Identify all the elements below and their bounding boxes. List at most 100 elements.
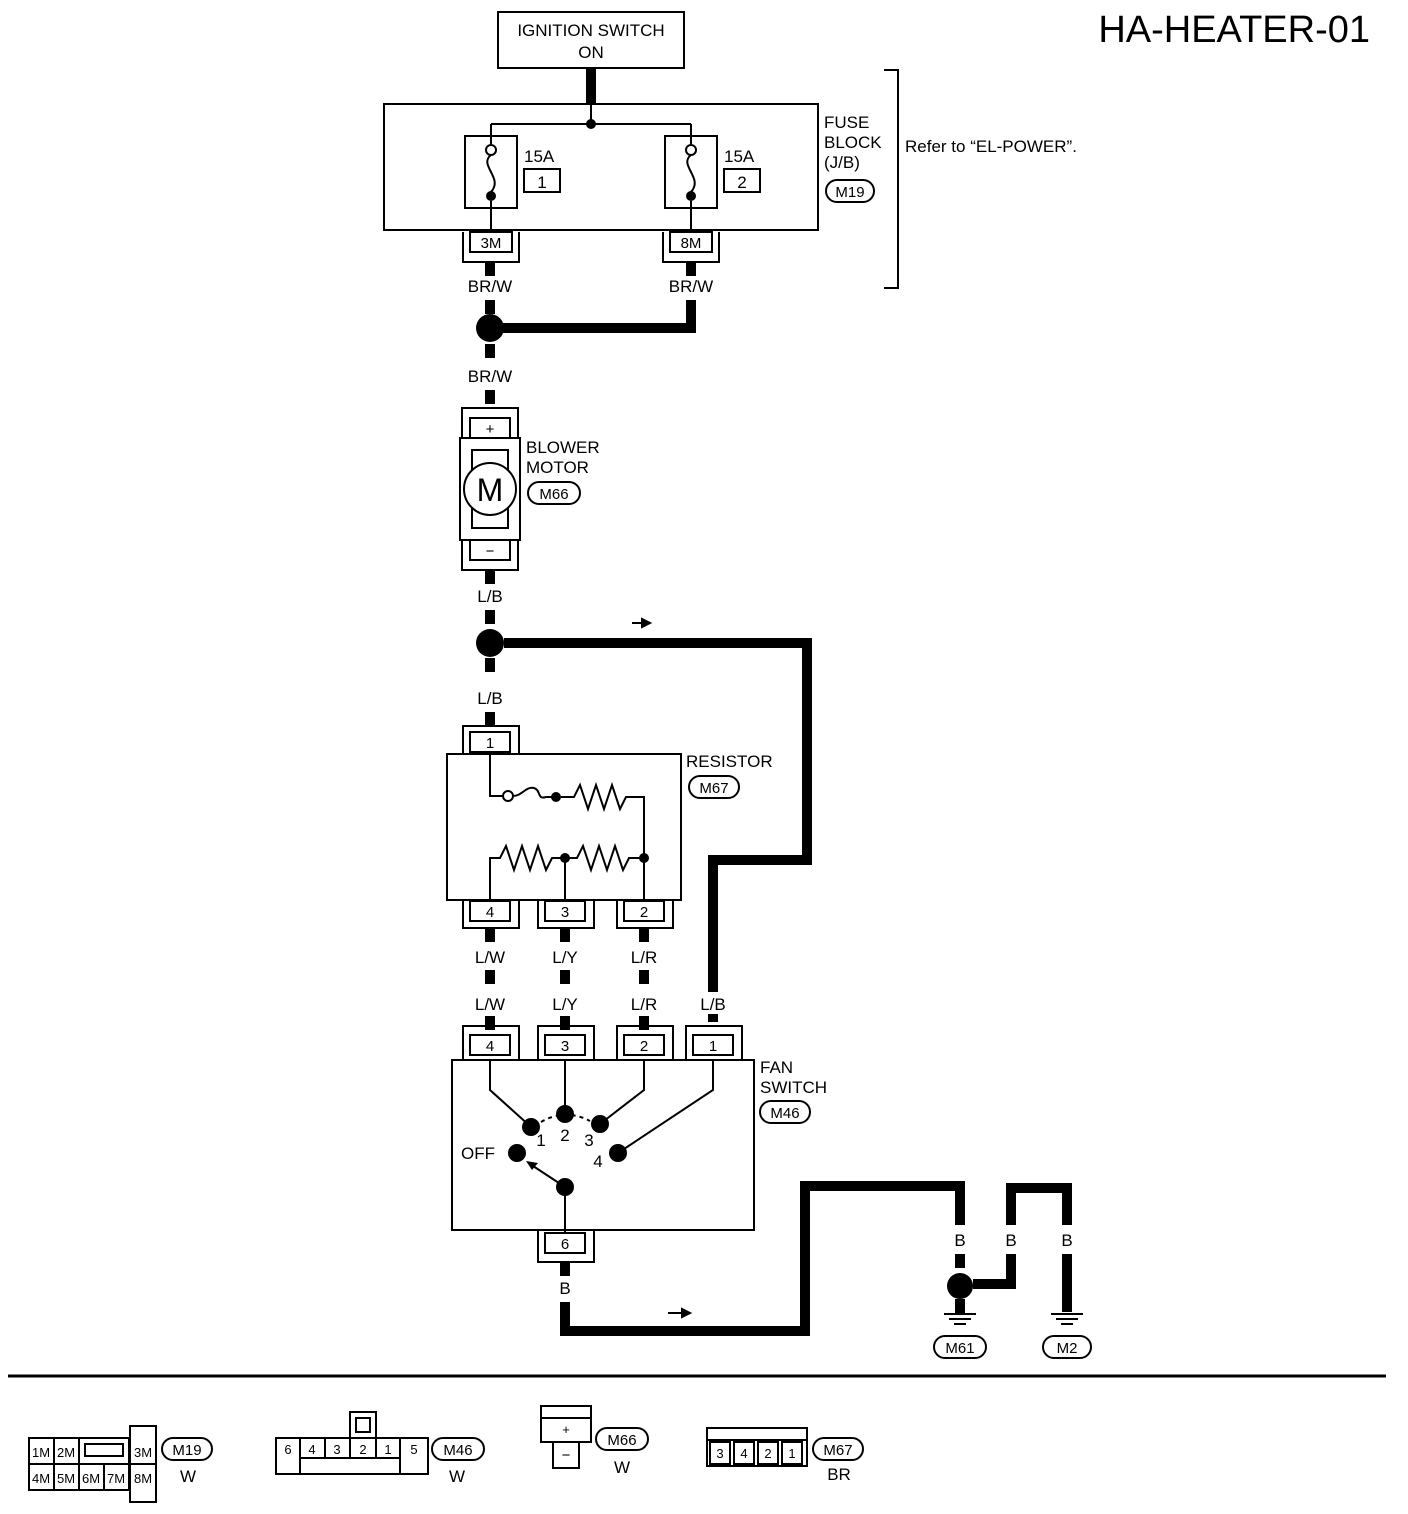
fan-switch-connector-id: M46 [770,1105,799,1122]
ignition-label-line1: IGNITION SWITCH [517,21,664,40]
wire-label-sw-3: L/Y [552,995,578,1014]
svg-text:1M: 1M [32,1445,50,1460]
blower-motor-label-line2: MOTOR [526,458,589,477]
resistor-label: RESISTOR [686,752,773,771]
ground-m61: M61 [945,1340,974,1357]
terminal-3m: 3M [462,231,520,263]
svg-text:2M: 2M [57,1445,75,1460]
el-power-reference: Refer to “EL-POWER”. [905,137,1077,156]
fuse-block-label-line1: FUSE [824,113,869,132]
svg-text:4: 4 [740,1446,747,1461]
svg-text:3: 3 [333,1442,340,1457]
svg-text:+: + [562,1422,570,1437]
diagram-title: HA-HEATER-01 [1098,9,1370,51]
motor-plus-pin: + [486,421,495,438]
fan-position-3: 3 [584,1131,593,1150]
svg-text:1: 1 [788,1446,795,1461]
wires-resistor-to-switch: L/W L/W L/Y L/Y L/R L/R L/B [475,928,729,1030]
wire-label-res-3: L/Y [552,948,578,967]
blower-motor: + M − BLOWER MOTOR M66 [459,407,600,571]
wire-label-sw-2: L/R [631,995,657,1014]
wire-label-gnd-b: B [1005,1231,1016,1250]
fan-switch-label-line2: SWITCH [760,1078,827,1097]
fan-switch-pin-1: 1 [709,1038,717,1055]
ground-m2: M2 [1057,1340,1078,1357]
connector-m46-id: M46 [443,1442,472,1459]
wire-label-motor-in: BR/W [468,367,512,386]
connector-m66-id: M66 [607,1432,636,1449]
fuse-2: 15A 2 [664,135,761,232]
connector-m67-color: BR [827,1465,851,1484]
wire-label-motor-out: L/B [477,587,503,606]
blower-motor-connector-id: M66 [539,486,568,503]
svg-text:3M: 3M [481,235,502,252]
fan-switch-pin-6: 6 [561,1236,569,1253]
connector-m19-color: W [180,1467,196,1486]
motor-symbol: M [477,472,504,508]
fuse-1-rating: 15A [524,147,555,166]
fan-position-1: 1 [536,1131,545,1150]
junction-dot-lb [476,629,504,657]
svg-text:4M: 4M [32,1471,50,1486]
svg-text:7M: 7M [107,1471,125,1486]
wire-lb-to-switch [504,638,812,1022]
connector-view-m67: 3 4 2 1 M67 BR [706,1427,864,1484]
connector-m19-id: M19 [172,1442,201,1459]
wire-fuse2-junction [490,300,696,333]
fan-switch-label-line1: FAN [760,1058,793,1077]
wire-label-gnd-c: B [1061,1231,1072,1250]
ignition-label-line2: ON [578,43,604,62]
fuse-1-number: 1 [537,173,546,192]
wire-label-res-4: L/W [475,948,505,967]
resistor-connector-id: M67 [699,780,728,797]
blower-resistor: 1 4 3 2 RESISTOR M67 [446,725,773,929]
fuse-2-number: 2 [737,173,746,192]
wire-label-sw-6: B [559,1279,570,1298]
wire-label-sw-1: L/B [700,995,726,1014]
wire-label-res-2: L/R [631,948,657,967]
fan-position-4: 4 [593,1152,602,1171]
resistor-pin-2: 2 [640,904,648,921]
splice-dot [586,119,596,129]
terminal-8m: 8M [662,231,720,263]
svg-text:4: 4 [308,1442,315,1457]
svg-text:3: 3 [716,1446,723,1461]
fuse-block: 15A 1 15A 2 FUSE BLOCK (J/B) M19 [383,103,882,232]
wire-label-sw-4: L/W [475,995,505,1014]
fan-switch-pin-4: 4 [486,1038,494,1055]
svg-text:6M: 6M [82,1471,100,1486]
svg-text:2: 2 [359,1442,366,1457]
fan-position-2: 2 [560,1126,569,1145]
fan-switch-pin-2: 2 [640,1038,648,1055]
fuse-2-rating: 15A [724,147,755,166]
fuse-block-label-line3: (J/B) [824,153,860,172]
svg-text:5M: 5M [57,1471,75,1486]
fuse-1: 15A 1 [464,135,561,232]
motor-minus-pin: − [486,543,495,560]
svg-text:8M: 8M [134,1471,152,1486]
ground-circuit: B B B B M61 M2 [559,1181,1092,1359]
fan-switch: 4 3 2 1 1 2 3 4 OFF FAN SWITCH [451,1025,827,1263]
el-power-bracket [884,69,899,289]
connector-view-m66: + − M66 W [540,1405,649,1477]
connector-m46-color: W [449,1467,465,1486]
fuse-block-label-line2: BLOCK [824,133,882,152]
resistor-pin-4: 4 [486,904,494,921]
connector-m66-color: W [614,1458,630,1477]
resistor-pin-1: 1 [486,735,494,752]
flow-arrow-ground [668,1307,693,1319]
svg-text:5: 5 [410,1442,417,1457]
svg-text:8M: 8M [681,235,702,252]
junction-dot-brw [476,314,504,342]
svg-text:1: 1 [384,1442,391,1457]
connector-view-m19: 1M 2M 3M 4M 5M 6M 7M 8M M19 W [28,1425,213,1503]
svg-text:2: 2 [764,1446,771,1461]
fan-position-off: OFF [461,1144,495,1163]
ignition-switch: IGNITION SWITCH ON [497,11,685,69]
connector-view-m46: 6 4 3 2 1 5 M46 W [275,1411,485,1486]
wire-label-fuse2: BR/W [669,277,713,296]
svg-text:−: − [562,1447,571,1464]
fan-switch-pin-3: 3 [561,1038,569,1055]
svg-text:6: 6 [284,1442,291,1457]
